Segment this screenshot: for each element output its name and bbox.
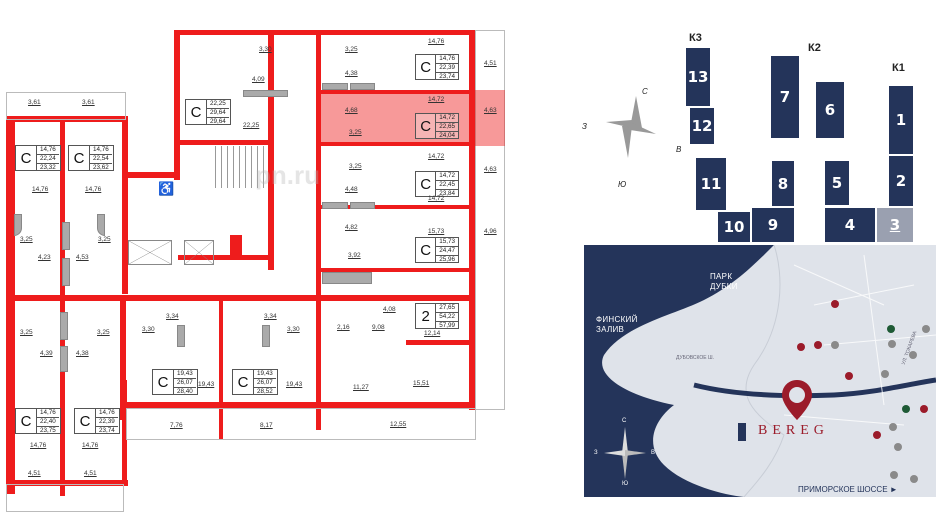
elevator-2: [184, 240, 214, 265]
balcony-area: 4,63: [484, 166, 497, 173]
balcony-area: 8,17: [260, 422, 273, 429]
hall-area: 4,09: [252, 76, 265, 83]
room-area: 14,72: [428, 153, 445, 160]
balcony-area: 12,55: [390, 421, 407, 428]
compass-rose-icon: [598, 92, 664, 162]
hall-area: 4,38: [345, 70, 358, 77]
compass-icon: [602, 425, 648, 486]
building-11[interactable]: 11: [696, 158, 726, 210]
hall-area: 4,48: [345, 186, 358, 193]
bath-area: 3,25: [20, 236, 33, 243]
room-area: 14,76: [30, 442, 47, 449]
group-label-k3: К3: [689, 32, 702, 44]
room-area: 19,43: [286, 381, 303, 388]
room-area: 14,76: [32, 186, 49, 193]
bath-area: 3,25: [349, 129, 362, 136]
hall-area: 4,68: [345, 107, 358, 114]
building-13[interactable]: 13: [686, 48, 710, 106]
building-12[interactable]: 12: [690, 108, 714, 144]
bath-area: 3,25: [20, 329, 33, 336]
selected-apartment-highlight[interactable]: [318, 90, 505, 146]
room-area: 14,72: [428, 96, 445, 103]
building-3-selected[interactable]: 3: [877, 208, 913, 242]
room-area: 14,76: [428, 38, 445, 45]
balcony-area: 3,61: [28, 99, 41, 106]
room-area: 14,72: [428, 195, 445, 202]
watermark: pn.ru: [255, 160, 320, 190]
staircase: [210, 146, 266, 188]
bath-area: 3,30: [287, 326, 300, 333]
hall-area: 4,23: [38, 254, 51, 261]
building-6[interactable]: 6: [816, 82, 844, 138]
balcony-area: 4,51: [28, 470, 41, 477]
hall-area: 4,53: [76, 254, 89, 261]
building-marker: [738, 423, 746, 441]
balcony-area: 4,63: [484, 107, 497, 114]
balcony-area: 4,96: [484, 228, 497, 235]
building-10[interactable]: 10: [718, 212, 750, 242]
group-label-k1: К1: [892, 62, 905, 74]
hall-area: 4,39: [40, 350, 53, 357]
wheelchair-icon: ♿: [158, 181, 175, 196]
building-5[interactable]: 5: [825, 161, 849, 205]
building-1[interactable]: 1: [889, 86, 913, 154]
hall-area: 4,38: [76, 350, 89, 357]
road-label: ДУБОВСКОЕ Ш.: [676, 355, 714, 361]
group-label-k2: К2: [808, 42, 821, 54]
bath-area: 3,92: [348, 252, 361, 259]
bath-area: 4,08: [383, 306, 396, 313]
room-area: 15,73: [428, 228, 445, 235]
brand-logo: BEREG: [758, 423, 829, 438]
room-area: 19,43: [198, 381, 215, 388]
building-2[interactable]: 2: [889, 156, 913, 206]
building-4[interactable]: 4: [825, 208, 875, 242]
building-9[interactable]: 9: [752, 208, 794, 242]
elevator-1: [128, 240, 172, 265]
room-area: 22,25: [243, 122, 260, 129]
room-area: 14,76: [82, 442, 99, 449]
room-area: 12,14: [424, 330, 441, 337]
location-pin-icon[interactable]: [782, 380, 812, 425]
bath-area: 3,25: [349, 163, 362, 170]
balcony-area: 7,76: [170, 422, 183, 429]
balcony-area: 3,61: [82, 99, 95, 106]
hall-area: 3,34: [264, 313, 277, 320]
bath-area: 2,16: [337, 324, 350, 331]
hall-area: 4,82: [345, 224, 358, 231]
bath-area: 3,25: [345, 46, 358, 53]
bath-area: 3,25: [98, 236, 111, 243]
balcony-area: 4,51: [484, 60, 497, 67]
balcony-area: 4,51: [84, 470, 97, 477]
room-area: 14,76: [85, 186, 102, 193]
bath-area: 3,25: [97, 329, 110, 336]
building-8[interactable]: 8: [772, 161, 794, 206]
kitchen-area: 11,27: [353, 384, 369, 391]
highway-label[interactable]: ПРИМОРСКОЕ ШОССЕ ►: [798, 485, 898, 494]
bath-area: 3,30: [259, 46, 272, 53]
building-7[interactable]: 7: [771, 56, 799, 138]
hall-area: 9,08: [372, 324, 385, 331]
room-area: 15,51: [413, 380, 430, 387]
bath-area: 3,30: [142, 326, 155, 333]
hall-area: 3,34: [166, 313, 179, 320]
